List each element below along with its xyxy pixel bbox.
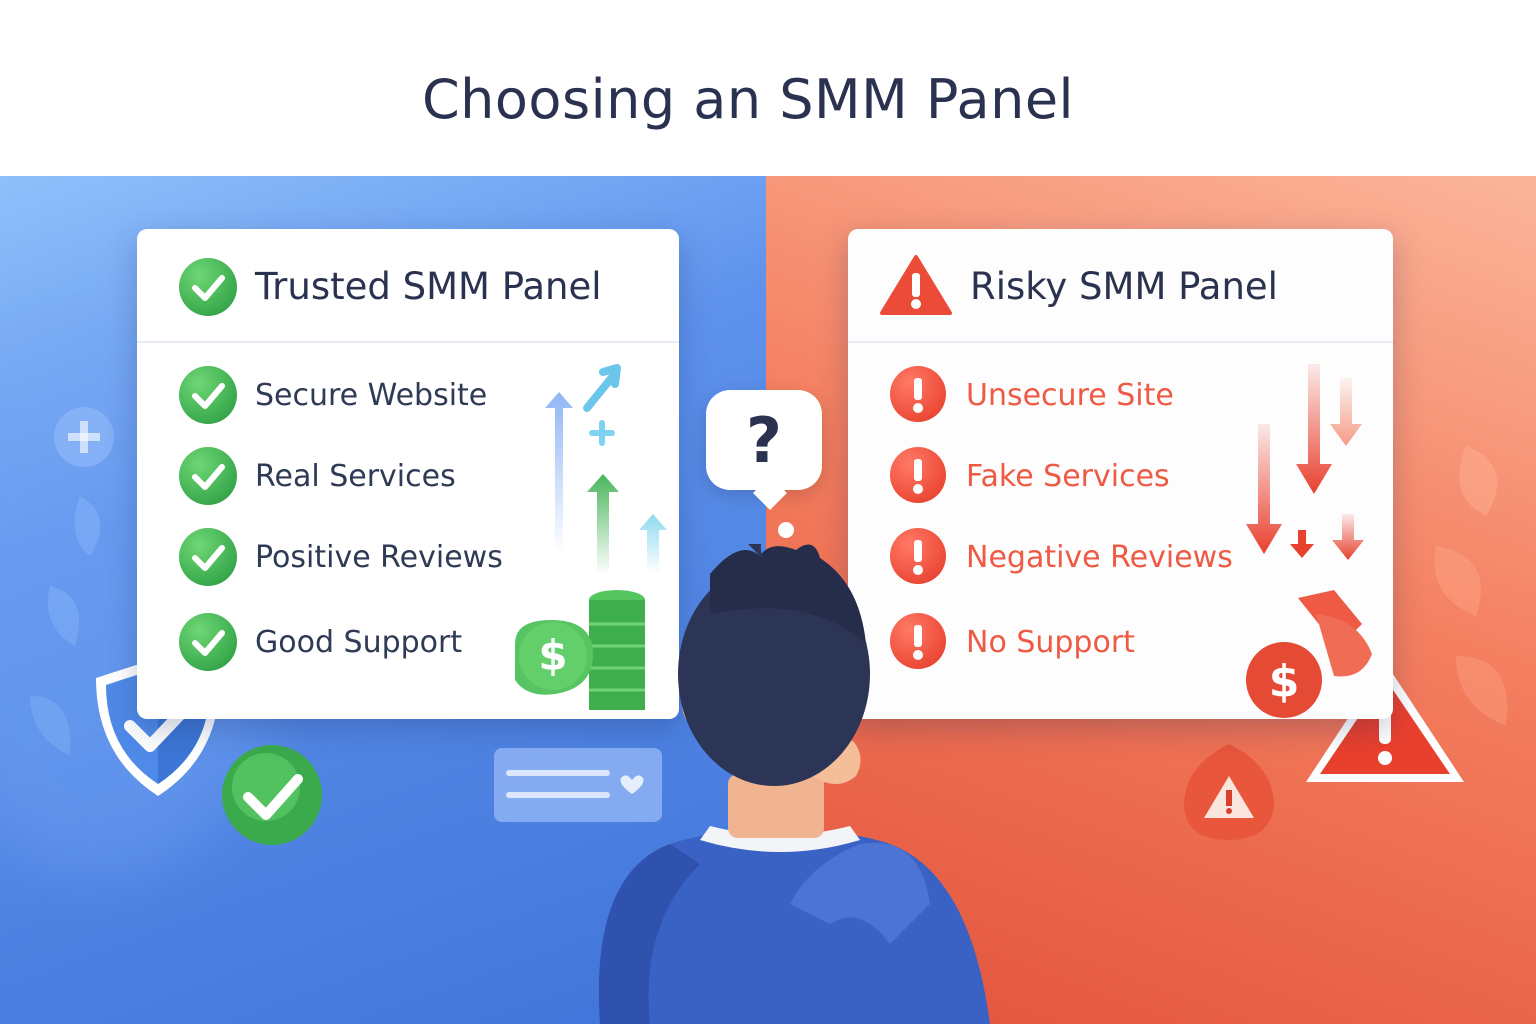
review-card [494, 748, 662, 822]
trusted-item-secure-website: Secure Website [137, 366, 497, 426]
risky-item-label: Fake Services [966, 459, 1170, 494]
risky-item-label: Unsecure Site [966, 378, 1174, 413]
risky-card-title: Risky SMM Panel [970, 265, 1278, 308]
check-circle-icon [179, 258, 237, 316]
question-bubble: ? [706, 390, 822, 490]
trusted-item-real-services: Real Services [137, 447, 497, 507]
trusted-item-label: Good Support [255, 625, 463, 660]
bubble-dot [778, 522, 794, 538]
question-mark: ? [746, 404, 782, 477]
review-card-lines [506, 770, 644, 798]
growth-arrows-icon [545, 364, 667, 574]
leaves-decoration [30, 496, 101, 756]
risky-item-no-support: No Support [848, 613, 1228, 673]
exclamation-circle-icon [890, 613, 946, 669]
warning-blob-icon [1184, 744, 1274, 840]
leaves-decoration [1434, 446, 1508, 726]
header: Choosing an SMM Panel [0, 0, 1536, 176]
money-bag-icon: $ [1246, 590, 1372, 718]
plus-bubble-icon [54, 407, 114, 467]
trusted-item-positive-reviews: Positive Reviews [137, 528, 503, 588]
check-circle-icon [179, 447, 237, 505]
trusted-card-header: Trusted SMM Panel [137, 229, 679, 343]
exclamation-circle-icon [890, 366, 946, 422]
comparison-scene: Trusted SMM Panel Secure Website Real Se… [0, 176, 1536, 1024]
exclamation-circle-icon [890, 447, 946, 503]
warning-triangle-icon [880, 255, 952, 315]
check-circle-icon [179, 366, 237, 424]
risky-item-negative-reviews: Negative Reviews [848, 528, 1233, 588]
risky-item-unsecure-site: Unsecure Site [848, 366, 1228, 426]
trusted-panel-card: Trusted SMM Panel Secure Website Real Se… [137, 229, 679, 719]
svg-text:$: $ [538, 631, 567, 680]
check-circle-icon [179, 528, 237, 586]
trusted-item-label: Real Services [255, 459, 456, 494]
page-title: Choosing an SMM Panel [421, 68, 1075, 131]
decline-arrows-icon [1246, 364, 1364, 560]
risky-item-label: No Support [966, 625, 1135, 660]
trusted-card-title: Trusted SMM Panel [255, 265, 602, 308]
risky-card-header: Risky SMM Panel [848, 229, 1393, 343]
check-circle-icon [179, 613, 237, 671]
money-stack-icon: $ [515, 590, 645, 710]
risky-item-fake-services: Fake Services [848, 447, 1228, 507]
trusted-item-label: Secure Website [255, 378, 488, 413]
trusted-item-label: Positive Reviews [255, 540, 503, 575]
trusted-item-good-support: Good Support [137, 613, 497, 673]
check-badge-icon [222, 745, 322, 845]
thinking-person-illustration [598, 544, 990, 1024]
svg-text:$: $ [1269, 656, 1300, 707]
risky-panel-card: Risky SMM Panel Unsecure Site Fake Servi… [848, 229, 1393, 719]
risky-item-label: Negative Reviews [966, 540, 1233, 575]
exclamation-circle-icon [890, 528, 946, 584]
